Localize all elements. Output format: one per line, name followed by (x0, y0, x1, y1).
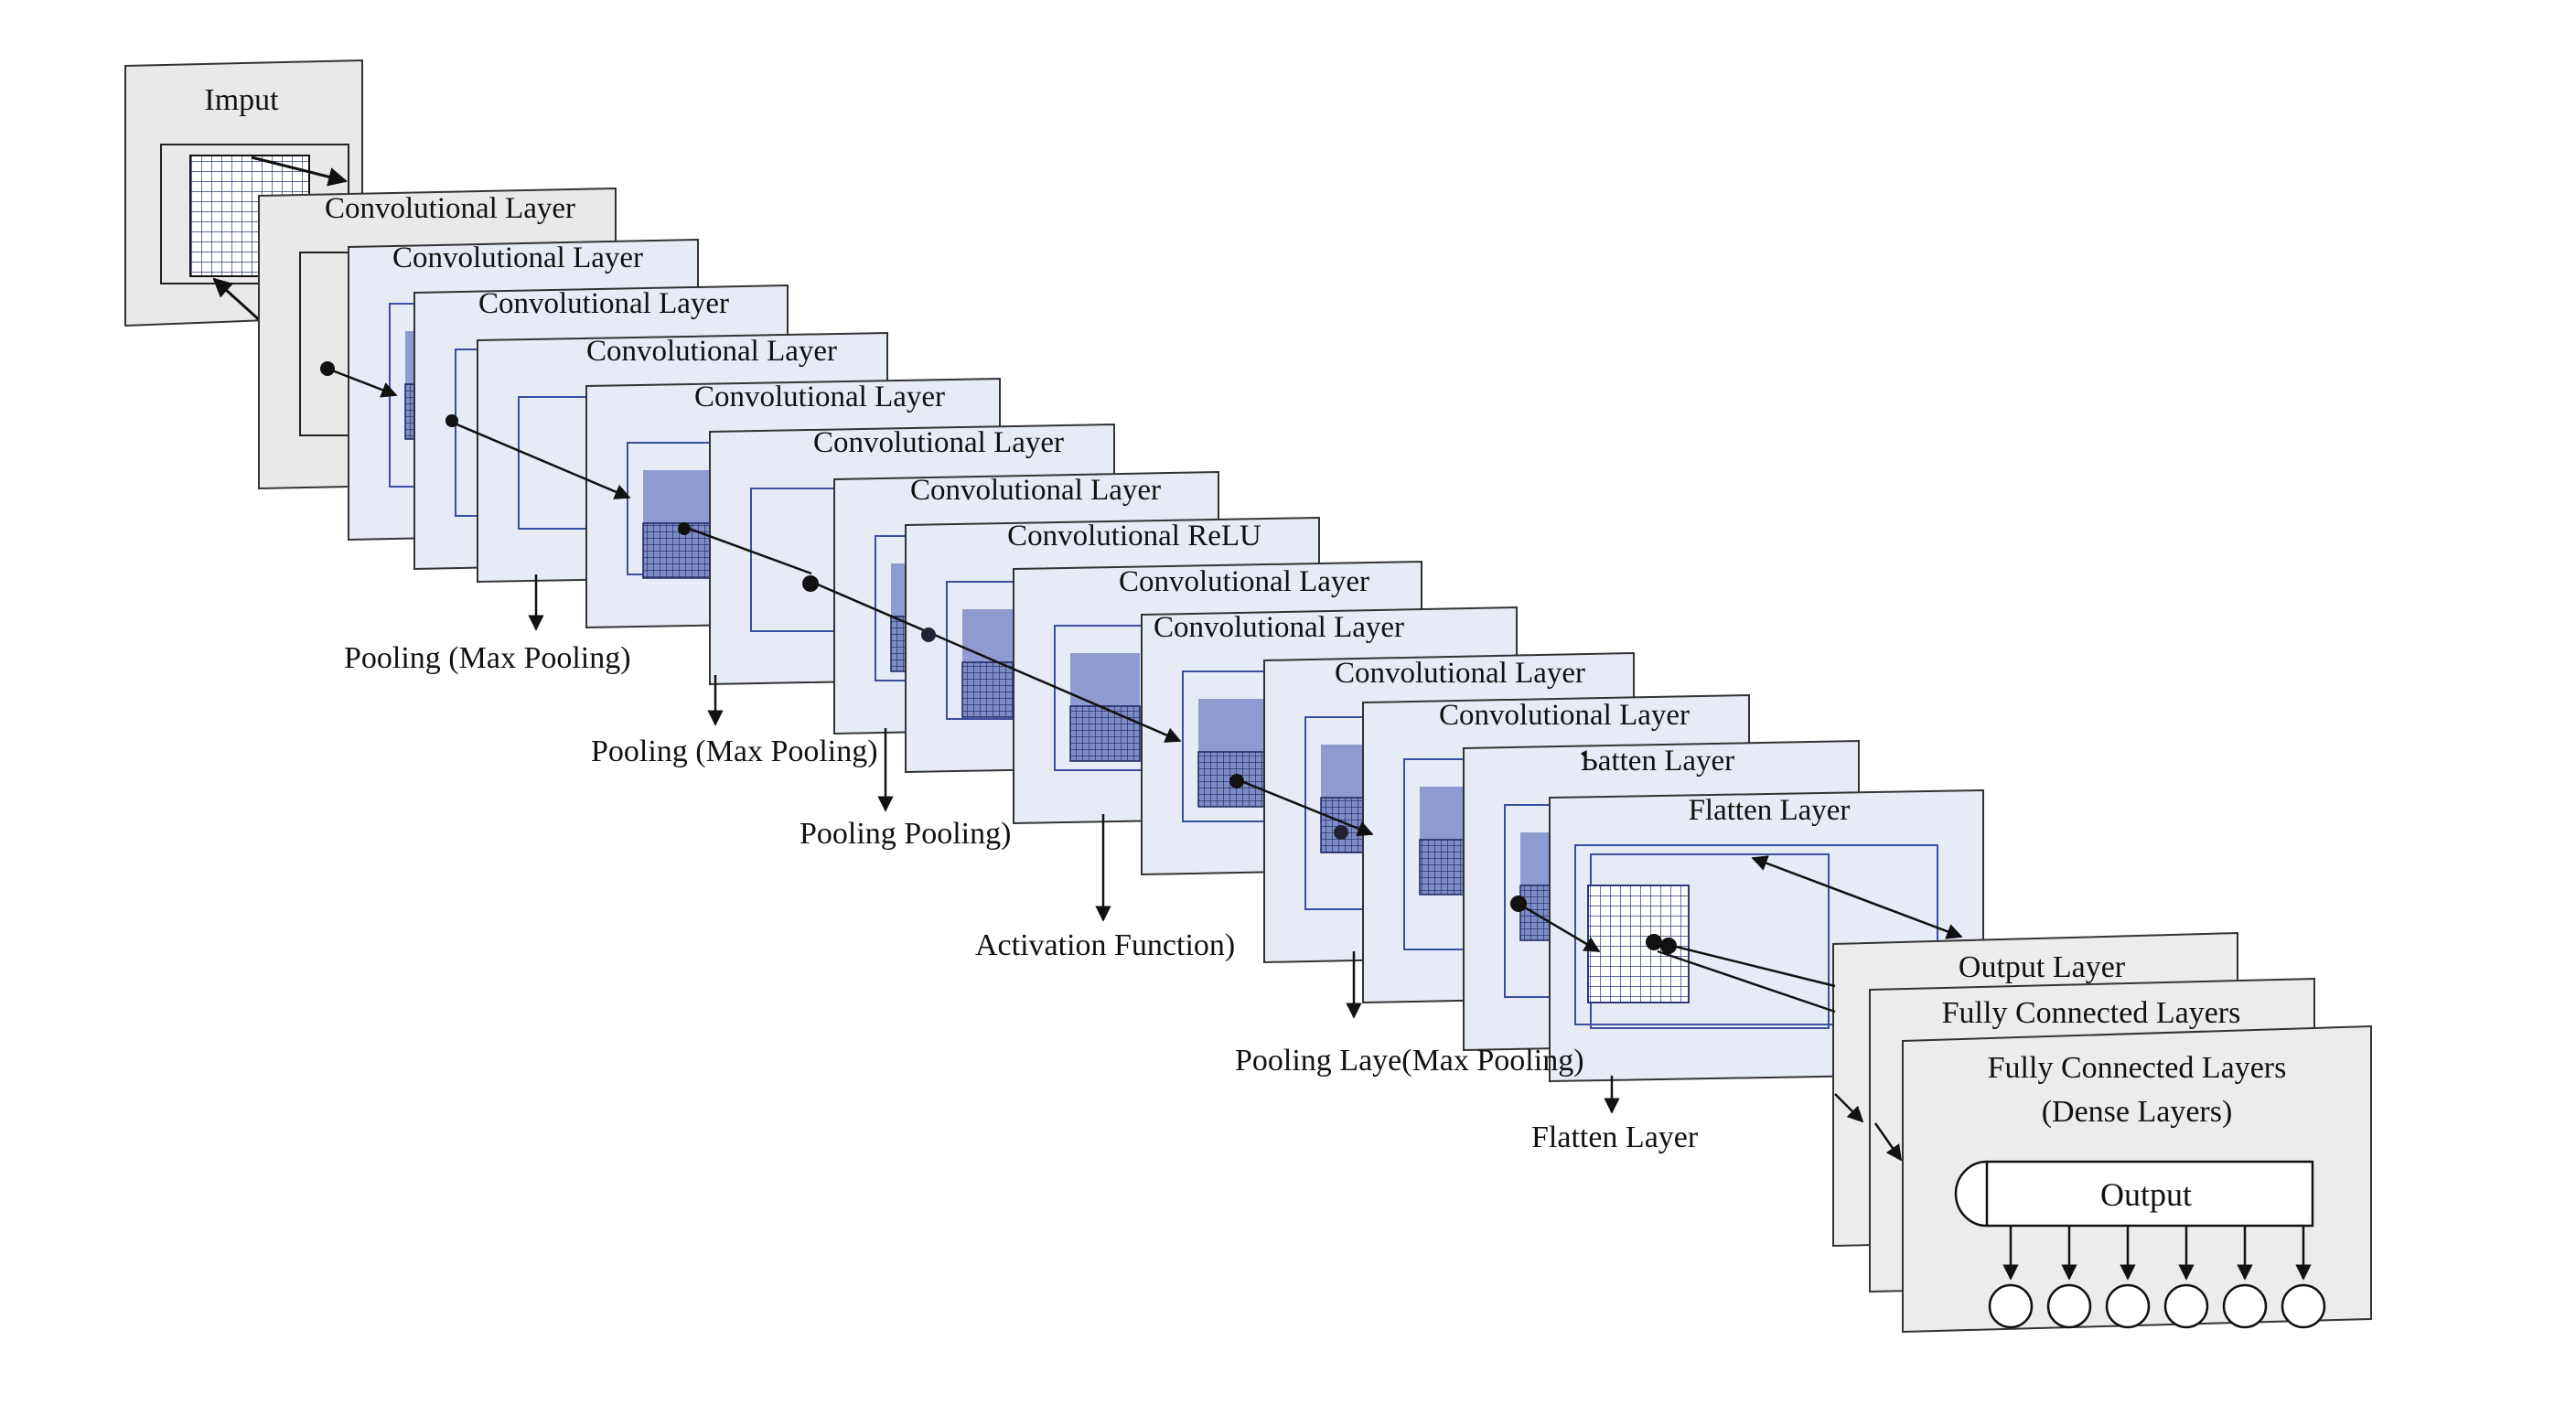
output-node-6 (2281, 1283, 2326, 1329)
conv-layer-label-1: Convolutional Layer (325, 192, 575, 225)
output-box-label: Output (2100, 1176, 2192, 1213)
pool2-label: Pooling (Max Pooling) (591, 735, 878, 768)
flatten-annotation-label: Flatten Layer (1531, 1121, 1699, 1154)
conv-layer-label-6: Convolutional Layer (813, 426, 1064, 459)
conv-layer-label-11: Convolutional Layer (1335, 657, 1585, 690)
fully-connected-label-front: Fully Connected Layers (1988, 1051, 2287, 1085)
conv-layer-label-5: Convolutional Layer (694, 381, 945, 413)
flow-lines (320, 361, 1963, 1014)
conv-layer-label-2: Convolutional Layer (392, 241, 643, 274)
dense-layers-label: (Dense Layers) (2042, 1095, 2233, 1129)
conv-layer-label-14: Flatten Layer (1689, 794, 1851, 827)
activation-label: Activation Function) (975, 928, 1235, 962)
conv-layer-label-3: Convolutional Layer (478, 287, 729, 320)
input-arrow-1 (251, 156, 349, 187)
pool4-label: Pooling Laye(Max Pooling) (1235, 1044, 1584, 1078)
fully-connected-label: Fully Connected Layers (1942, 996, 2241, 1030)
output-nodes (1988, 1226, 2326, 1329)
output-node-3 (2105, 1283, 2151, 1329)
conv-layer-label-7: Convolutional Layer (910, 474, 1161, 507)
conv-layer-label-4: Convolutional Layer (586, 335, 837, 368)
output-box (1954, 1160, 2314, 1228)
conv-layer-label-12: Convolutional Layer (1439, 699, 1690, 732)
output-node-5 (2222, 1283, 2268, 1329)
output-node-1 (1988, 1283, 2034, 1329)
conv-layer-label-10: Convolutional Layer (1154, 611, 1404, 644)
conv-layer-label-8: Convolutional ReLU (1007, 520, 1261, 552)
conv-layer-label-9: Convolutional Layer (1119, 565, 1369, 598)
conv-layer-label-13: Ƅatten Layer (1581, 745, 1734, 778)
output-node-2 (2046, 1283, 2092, 1329)
output-layer-label: Output Layer (1959, 950, 2126, 984)
pool1-label: Pooling (Max Pooling) (344, 641, 631, 675)
input-label: Imput (204, 83, 279, 117)
output-node-4 (2163, 1283, 2209, 1329)
annotations: Pooling (Max Pooling) Pooling (Max Pooli… (344, 574, 1699, 1154)
pool3-label: Pooling Pooling) (800, 817, 1011, 851)
output-stack: Output Layer Fully Connected Layers Full… (1832, 931, 2372, 1334)
